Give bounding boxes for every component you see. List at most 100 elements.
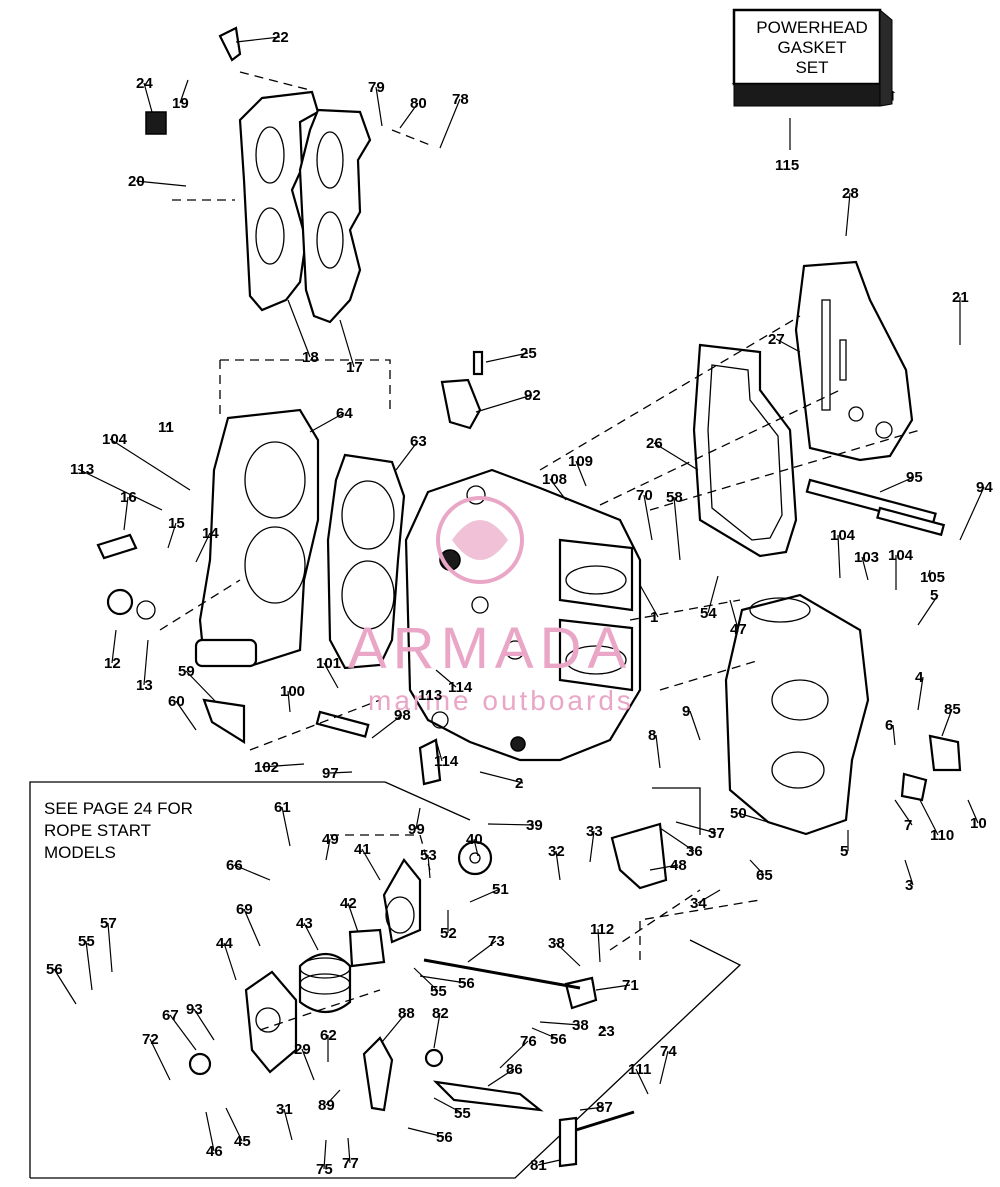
callout-1: 1 xyxy=(650,609,658,626)
callout-45: 45 xyxy=(234,1133,251,1150)
leader-line-26 xyxy=(653,442,699,471)
leader-line-8 xyxy=(655,734,661,769)
gasket-box-line-3: SET xyxy=(795,58,828,77)
callout-31: 31 xyxy=(276,1101,293,1118)
leader-line-86 xyxy=(487,1068,515,1087)
leader-line-97 xyxy=(329,771,353,774)
callout-8: 8 xyxy=(648,727,656,744)
callout-55: 55 xyxy=(454,1105,471,1122)
callout-2: 2 xyxy=(515,775,523,792)
callout-85: 85 xyxy=(944,701,961,718)
callout-98: 98 xyxy=(394,707,411,724)
leader-line-38 xyxy=(539,1021,581,1026)
callout-88: 88 xyxy=(398,1005,415,1022)
leader-line-71 xyxy=(595,984,631,991)
callout-75: 75 xyxy=(316,1161,333,1178)
leader-line-56 xyxy=(53,968,77,1005)
callout-17: 17 xyxy=(346,359,363,376)
leader-line-104 xyxy=(109,438,191,491)
leader-line-39 xyxy=(487,823,535,826)
gasket-set-box: POWERHEAD GASKET SET xyxy=(731,8,896,150)
leader-line-56 xyxy=(419,975,467,984)
leader-line-79 xyxy=(375,86,383,127)
callout-86: 86 xyxy=(506,1061,523,1078)
callout-56: 56 xyxy=(46,961,63,978)
callout-7: 7 xyxy=(904,817,912,834)
callout-5: 5 xyxy=(840,843,848,860)
callout-76: 76 xyxy=(520,1033,537,1050)
leader-line-74 xyxy=(659,1050,669,1085)
leader-line-41 xyxy=(361,848,381,881)
callout-22: 22 xyxy=(272,29,289,46)
callout-101: 101 xyxy=(316,655,341,672)
callout-55: 55 xyxy=(430,983,447,1000)
callout-46: 46 xyxy=(206,1143,223,1160)
callout-32: 32 xyxy=(548,843,565,860)
leader-line-89 xyxy=(325,1089,341,1106)
callout-73: 73 xyxy=(488,933,505,950)
gasket-box-line-1: POWERHEAD xyxy=(756,18,867,37)
callout-11: 11 xyxy=(158,419,174,436)
callout-81: 81 xyxy=(530,1157,547,1174)
callout-67: 67 xyxy=(162,1007,179,1024)
callout-20: 20 xyxy=(128,173,145,190)
callout-21: 21 xyxy=(952,289,969,306)
callout-110: 110 xyxy=(930,827,954,844)
callout-16: 16 xyxy=(120,489,137,506)
callout-80: 80 xyxy=(410,95,427,112)
leader-line-33 xyxy=(589,830,595,863)
note-line-2: ROPE START xyxy=(44,821,151,840)
callout-14: 14 xyxy=(202,525,219,542)
callout-48: 48 xyxy=(670,857,687,874)
callout-60: 60 xyxy=(168,693,185,710)
callout-71: 71 xyxy=(622,977,639,994)
gasket-box-line-2: GASKET xyxy=(778,38,847,57)
callout-54: 54 xyxy=(700,605,717,622)
leader-line-55 xyxy=(413,967,439,992)
callout-4: 4 xyxy=(915,669,924,686)
leader-line-10 xyxy=(967,799,979,824)
leader-line-111 xyxy=(635,1068,649,1095)
watermark-brand: ARMADA xyxy=(348,616,632,681)
callout-114: 114 xyxy=(448,679,473,696)
callout-69: 69 xyxy=(236,901,253,918)
leader-line-2 xyxy=(479,771,524,784)
callout-26: 26 xyxy=(646,435,663,452)
leader-line-49 xyxy=(325,838,331,861)
callout-28: 28 xyxy=(842,185,859,202)
callout-111: 111 xyxy=(628,1061,651,1078)
callout-leaders xyxy=(53,36,985,1170)
leader-line-59 xyxy=(185,670,217,703)
leader-line-47 xyxy=(729,599,739,630)
leader-line-40 xyxy=(473,838,479,857)
callout-49: 49 xyxy=(322,831,339,848)
callout-10: 10 xyxy=(970,815,987,832)
cylinder-head xyxy=(194,408,320,668)
leader-line-16 xyxy=(123,496,129,531)
callout-18: 18 xyxy=(302,349,319,366)
leader-line-94 xyxy=(959,486,985,541)
leader-line-82 xyxy=(433,1012,441,1049)
crankcase-half xyxy=(724,593,870,836)
callout-56: 56 xyxy=(458,975,475,992)
leader-line-11 xyxy=(165,421,171,428)
leader-line-50 xyxy=(737,812,769,823)
callout-104: 104 xyxy=(888,547,914,564)
leader-line-3 xyxy=(904,859,914,886)
callout-112: 112 xyxy=(590,921,614,938)
leader-line-29 xyxy=(301,1048,315,1081)
callout-34: 34 xyxy=(690,895,707,912)
callout-36: 36 xyxy=(686,843,703,860)
leader-line-54 xyxy=(707,575,719,614)
leader-line-85 xyxy=(941,708,953,737)
callout-70: 70 xyxy=(636,487,653,504)
leader-line-55 xyxy=(85,940,93,991)
callout-47: 47 xyxy=(730,621,747,638)
leader-line-80 xyxy=(399,102,419,129)
leader-line-45 xyxy=(225,1107,243,1142)
callout-74: 74 xyxy=(660,1043,677,1060)
lower-parts xyxy=(188,822,668,1168)
leader-line-37 xyxy=(675,821,717,834)
intake-gasket xyxy=(692,343,798,558)
